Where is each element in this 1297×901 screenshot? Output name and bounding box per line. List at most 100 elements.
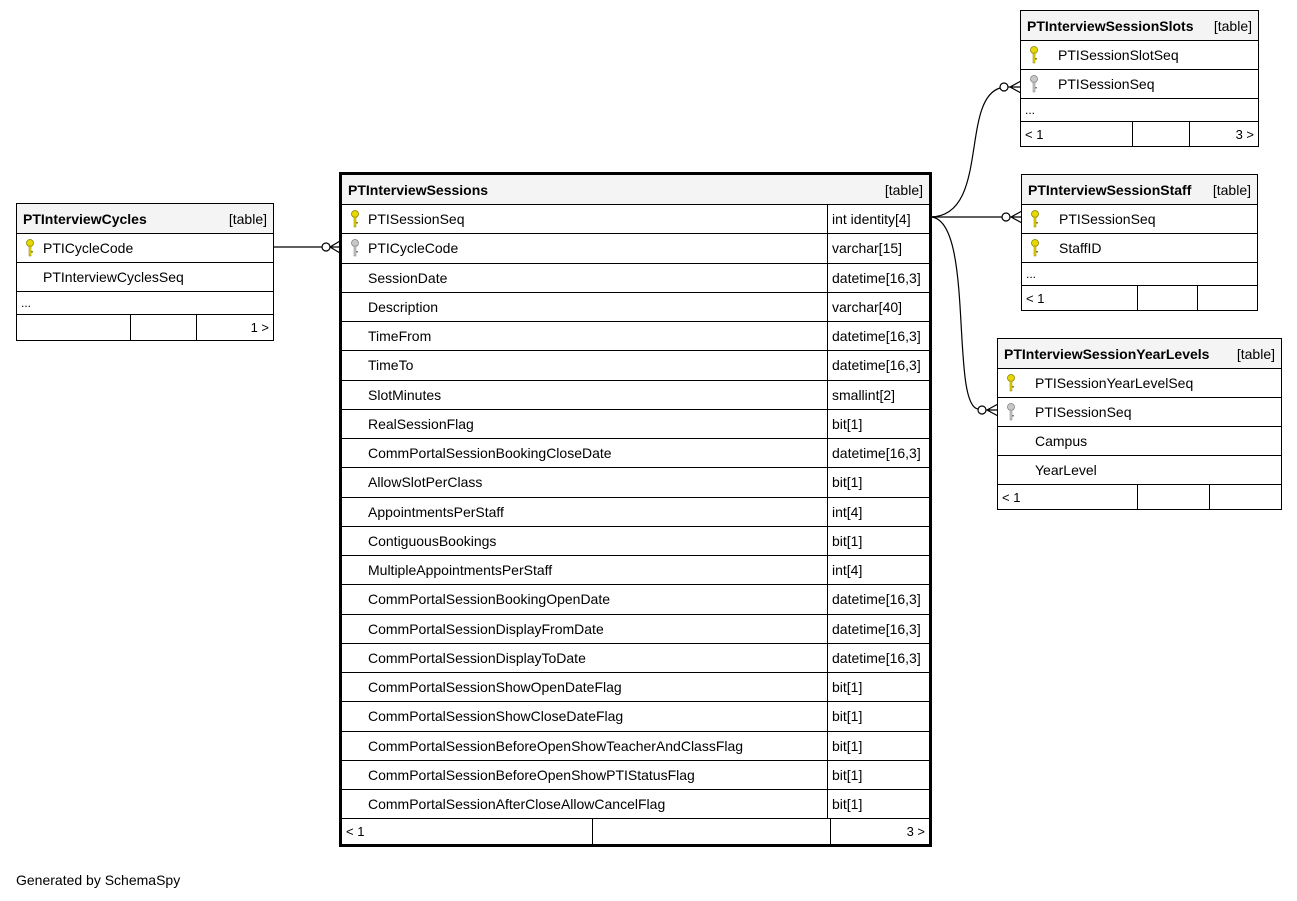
table-name: PTInterviewSessionYearLevels — [1004, 345, 1210, 362]
column-name: PTICycleCode — [43, 240, 134, 256]
footer-children: 3 > — [830, 819, 929, 845]
column-name: CommPortalSessionBookingOpenDate — [368, 591, 611, 608]
column-type: int[4] — [832, 503, 863, 520]
column-name: StaffID — [1059, 240, 1102, 256]
table-name: PTInterviewSessionSlots — [1027, 17, 1194, 34]
primary-key-icon — [1030, 46, 1038, 64]
table-ptinterviewsessionslots[interactable]: PTInterviewSessionSlots [table] PTISessi… — [1020, 10, 1259, 147]
column-name: YearLevel — [1035, 462, 1097, 478]
table-footer: < 1 3 > — [342, 819, 929, 845]
column-row: PTISessionYearLevelSeq — [998, 369, 1281, 398]
footer-parents: < 1 — [1002, 489, 1021, 505]
column-row: PTICycleCode varchar[15] — [342, 234, 929, 264]
column-type: datetime[16,3] — [832, 269, 921, 286]
column-type: varchar[15] — [832, 240, 903, 257]
table-type: [table] — [1213, 17, 1252, 34]
column-name: CommPortalSessionDisplayToDate — [368, 649, 586, 666]
column-type: int[4] — [832, 562, 863, 579]
column-row: CommPortalSessionDisplayToDate datetime[1… — [342, 643, 929, 673]
column-name: CommPortalSessionBookingCloseDate — [368, 445, 612, 462]
column-name: PTISessionSlotSeq — [1058, 47, 1179, 63]
column-row: AppointmentsPerStaff int[4] — [342, 497, 929, 527]
footer-children: 1 > — [196, 315, 273, 340]
column-name: Description — [368, 298, 439, 315]
edge-sessions-slots — [929, 87, 1001, 218]
table-footer: 1 > — [17, 315, 273, 340]
column-type: bit[1] — [832, 796, 863, 813]
column-name: PTICycleCode — [368, 240, 459, 257]
table-footer: < 1 — [998, 485, 1281, 509]
column-type: datetime[16,3] — [832, 591, 921, 608]
table-ptinterviewcycles[interactable]: PTInterviewCycles [table] PTICycleCode P… — [16, 203, 274, 341]
column-type: bit[1] — [832, 737, 863, 754]
column-row: PTISessionSeq — [998, 398, 1281, 427]
column-type: smallint[2] — [832, 386, 896, 403]
footer-children — [1197, 286, 1257, 310]
column-name: ContiguousBookings — [368, 532, 497, 549]
more-columns-ellipsis: ... — [1021, 99, 1258, 122]
column-type: datetime[16,3] — [832, 649, 921, 666]
column-row: TimeFrom datetime[16,3] — [342, 322, 929, 352]
column-name: TimeTo — [368, 357, 414, 374]
primary-key-icon — [1007, 374, 1015, 392]
column-type: bit[1] — [832, 679, 863, 696]
footer-middle — [1137, 485, 1209, 509]
column-name: CommPortalSessionDisplayFromDate — [368, 620, 604, 637]
column-name: CommPortalSessionBeforeOpenShowTeacherAn… — [368, 737, 744, 754]
table-name: PTInterviewCycles — [23, 210, 147, 227]
column-type: datetime[16,3] — [832, 620, 921, 637]
table-header: PTInterviewSessionYearLevels [table] — [998, 339, 1281, 369]
column-type: bit[1] — [832, 415, 863, 432]
table-header: PTInterviewSessions [table] — [342, 175, 929, 205]
column-row: AllowSlotPerClass bit[1] — [342, 468, 929, 498]
column-row: PTICycleCode — [17, 234, 273, 263]
more-columns-ellipsis: ... — [1022, 263, 1257, 286]
foreign-key-icon — [351, 239, 359, 257]
foreign-key-icon — [1030, 75, 1038, 93]
column-type: datetime[16,3] — [832, 445, 921, 462]
primary-key-icon — [26, 239, 34, 257]
column-row: CommPortalSessionAfterCloseAllowCancelFl… — [342, 790, 929, 820]
column-row: PTISessionSlotSeq — [1021, 41, 1258, 70]
table-type: [table] — [228, 210, 267, 227]
footer-children — [1209, 485, 1281, 509]
primary-key-icon — [1031, 239, 1039, 257]
column-row: PTISessionSeq — [1022, 205, 1257, 234]
column-row: PTISessionSeq — [1021, 70, 1258, 99]
column-name: AppointmentsPerStaff — [368, 503, 504, 520]
column-row: TimeTo datetime[16,3] — [342, 351, 929, 381]
column-row: YearLevel — [998, 456, 1281, 485]
table-ptinterviewsessionyearlevels[interactable]: PTInterviewSessionYearLevels [table] PTI… — [997, 338, 1282, 510]
table-type: [table] — [1212, 181, 1251, 198]
footer-parents: < 1 — [346, 824, 365, 840]
column-type: bit[1] — [832, 708, 863, 725]
column-row: CommPortalSessionBeforeOpenShowPTIStatus… — [342, 760, 929, 790]
column-type: datetime[16,3] — [832, 328, 921, 345]
column-name: SessionDate — [368, 269, 448, 286]
footer-middle — [1137, 286, 1197, 310]
column-row: CommPortalSessionBeforeOpenShowTeacherAn… — [342, 731, 929, 761]
footer-middle — [1132, 122, 1189, 146]
footer-children: 3 > — [1189, 122, 1258, 146]
column-type: int identity[4] — [832, 211, 911, 228]
column-type: datetime[16,3] — [832, 357, 921, 374]
column-name: TimeFrom — [368, 328, 432, 345]
column-name: CommPortalSessionShowOpenDateFlag — [368, 679, 622, 696]
column-type: varchar[40] — [832, 298, 903, 315]
column-name: CommPortalSessionBeforeOpenShowPTIStatus… — [368, 766, 695, 783]
generated-by-label: Generated by SchemaSpy — [16, 872, 181, 888]
edge-sessions-yearlevels — [929, 216, 979, 410]
column-name: AllowSlotPerClass — [368, 474, 483, 491]
column-row: CommPortalSessionDisplayFromDate datetime… — [342, 614, 929, 644]
footer-parents: < 1 — [1026, 290, 1045, 306]
table-ptinterviewsessionstaff[interactable]: PTInterviewSessionStaff [table] PTISessi… — [1021, 174, 1258, 311]
foreign-key-icon — [1007, 403, 1015, 421]
footer-parents — [17, 315, 130, 340]
column-type: bit[1] — [832, 474, 863, 491]
column-name: PTISessionSeq — [1035, 404, 1132, 420]
table-ptinterviewsessions[interactable]: PTInterviewSessions [table] PTISessionSe… — [339, 172, 932, 847]
